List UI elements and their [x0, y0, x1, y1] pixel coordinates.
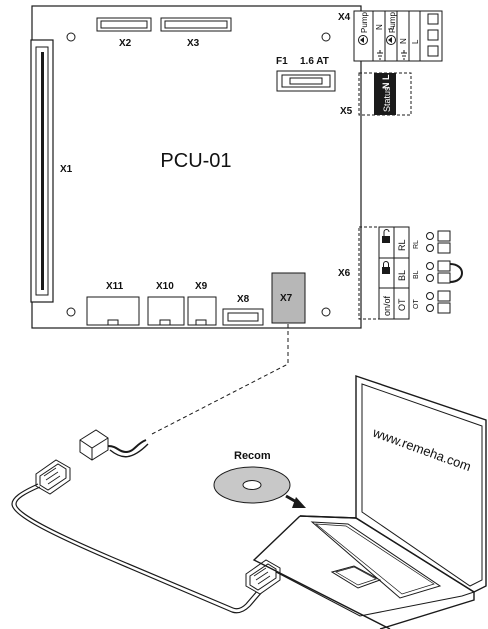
- label-x6: X6: [338, 268, 351, 279]
- label-x10: X10: [156, 281, 174, 292]
- x5-l: L: [381, 74, 391, 80]
- connector-x9: [187, 296, 217, 326]
- board-title: PCU-01: [160, 150, 231, 172]
- x4-n-1: N: [375, 24, 384, 30]
- mounting-hole: [66, 32, 76, 42]
- arrow-icon: [285, 494, 306, 508]
- lock-open-icon: [382, 236, 390, 243]
- recom-cd: [213, 466, 291, 504]
- label-x7: X7: [280, 293, 293, 304]
- service-connection-line: [151, 324, 289, 435]
- connector-x11: [86, 296, 140, 326]
- mounting-hole: [66, 307, 76, 317]
- label-x2: X2: [119, 38, 132, 49]
- connector-x7: [271, 272, 306, 324]
- connector-x1: [30, 39, 54, 303]
- x6-rl-tag: RL: [413, 240, 420, 249]
- x6-ot-code: OT: [397, 298, 407, 311]
- x4-pump-2: Pump: [388, 12, 397, 33]
- lock-closed-icon: [382, 267, 390, 274]
- serial-cable: [11, 459, 281, 614]
- label-x9: X9: [195, 281, 208, 292]
- pcb-board: PCU-01 X1 X2 X3 F1 1.6 AT X4: [30, 5, 463, 329]
- connector-x2: [96, 17, 152, 32]
- connector-x8: [222, 308, 264, 326]
- x6-rl-code: RL: [397, 239, 407, 251]
- x6-bl-tag: BL: [413, 270, 420, 279]
- x6-bl-code: BL: [397, 270, 407, 281]
- x4-l-1: L: [387, 25, 396, 30]
- x4-l-2: L: [411, 39, 420, 44]
- mounting-hole: [321, 307, 331, 317]
- label-x8: X8: [237, 294, 250, 305]
- connector-x3: [160, 17, 232, 32]
- x4-pump-1: Pump: [360, 12, 369, 33]
- connector-x6: [378, 226, 463, 320]
- earth-icon: [377, 50, 383, 60]
- mounting-hole: [321, 32, 331, 42]
- label-x4: X4: [338, 12, 351, 23]
- label-x5: X5: [340, 106, 353, 117]
- x5-status: Status: [382, 86, 392, 112]
- service-plug: [79, 429, 149, 461]
- x5-n: N: [381, 83, 391, 90]
- x6-ot-tag: OT: [413, 299, 420, 309]
- x6-onoff: on/of: [382, 295, 392, 316]
- fuse-name: F1: [276, 56, 288, 67]
- laptop: [252, 375, 487, 629]
- connector-x4: [353, 10, 443, 62]
- label-x1: X1: [60, 164, 73, 175]
- label-x3: X3: [187, 38, 200, 49]
- connector-x5: [374, 73, 396, 115]
- fuse-f1: [276, 70, 336, 92]
- fuse-rating: 1.6 AT: [300, 56, 329, 67]
- connector-x10: [147, 296, 185, 326]
- board-outline: [31, 5, 362, 329]
- x4-n-2: N: [399, 38, 408, 44]
- earth-icon: [401, 50, 407, 60]
- cd-label: Recom: [234, 450, 271, 462]
- label-x11: X11: [106, 281, 124, 292]
- bridge-wire: [449, 263, 463, 283]
